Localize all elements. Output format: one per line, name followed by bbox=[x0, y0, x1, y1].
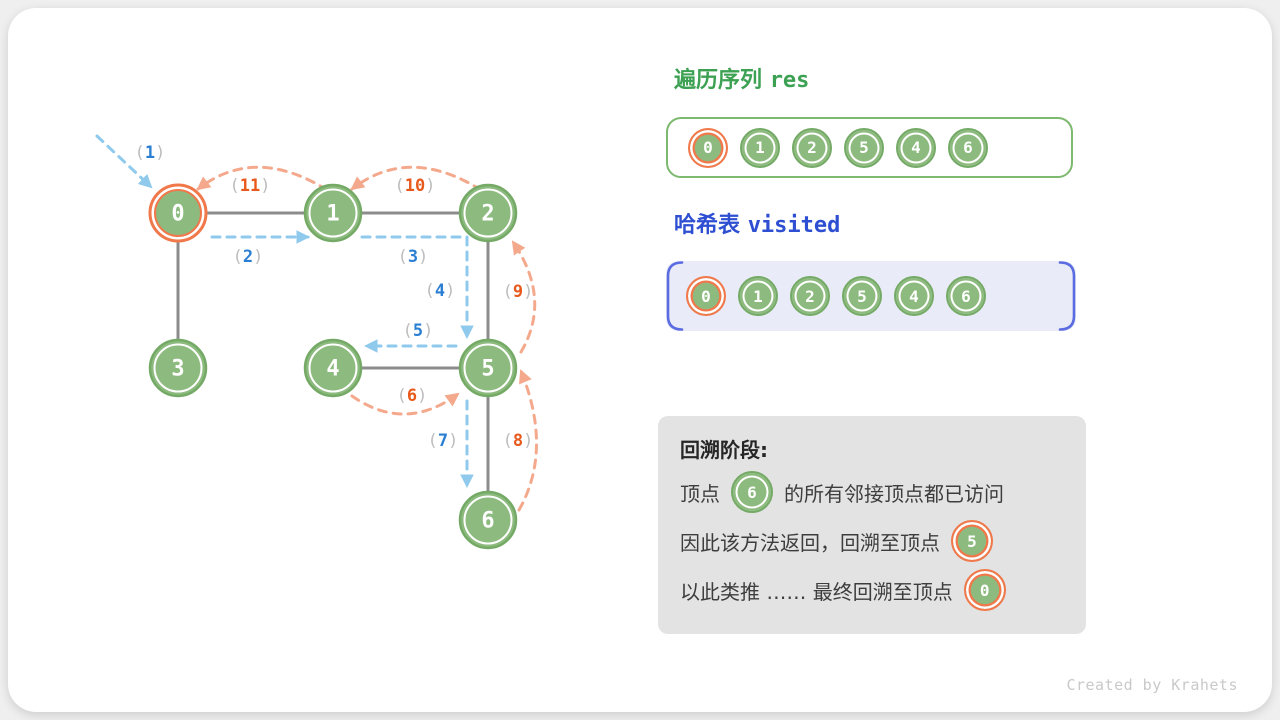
step-label-9: (9) bbox=[503, 282, 534, 302]
backtrack-arrows bbox=[196, 165, 538, 512]
graph-node-0: 0 bbox=[148, 183, 208, 243]
info-line-1-post: 的所有邻接顶点都已访问 bbox=[784, 481, 1004, 506]
res-item-1: 1 bbox=[740, 127, 780, 168]
graph-nodes: 0 1 2 3 4 5 6 bbox=[148, 183, 518, 550]
arrow-step-10 bbox=[350, 165, 483, 192]
svg-text:5: 5 bbox=[481, 357, 494, 382]
arrow-step-8 bbox=[517, 369, 538, 512]
svg-text:6: 6 bbox=[481, 509, 494, 534]
info-line-3-node: 0 bbox=[963, 569, 1006, 611]
graph-diagram: (1) (2) (3) (4) (5) (6) (7) (8) (9) (10)… bbox=[95, 134, 538, 550]
info-title: 回溯阶段: bbox=[680, 438, 768, 462]
arrow-step-6 bbox=[350, 392, 460, 416]
arrow-step-3-4 bbox=[360, 235, 474, 340]
info-line-3: 以此类推 …… 最终回溯至顶点 0 bbox=[680, 569, 1064, 611]
res-sequence-box: 0 1 2 5 4 6 bbox=[666, 117, 1073, 178]
visited-item-0: 0 bbox=[686, 276, 726, 316]
visited-title-zh: 哈希表 bbox=[674, 213, 741, 238]
info-line-3-pre: 以此类推 …… 最终回溯至顶点 bbox=[680, 579, 953, 604]
info-line-1-pre: 顶点 bbox=[680, 481, 720, 506]
res-item-4: 4 bbox=[896, 127, 936, 168]
step-label-11: (11) bbox=[230, 176, 271, 196]
info-line-2-pre: 因此该方法返回，回溯至顶点 bbox=[680, 530, 940, 555]
graph-node-3: 3 bbox=[148, 338, 208, 398]
svg-text:0: 0 bbox=[171, 202, 184, 227]
step-label-8: (8) bbox=[503, 431, 534, 451]
visited-hashset-box: 0 1 2 5 4 6 bbox=[666, 261, 1076, 331]
svg-text:4: 4 bbox=[326, 357, 339, 382]
res-item-0: 0 bbox=[688, 127, 728, 168]
graph-node-4: 4 bbox=[303, 338, 363, 398]
svg-text:1: 1 bbox=[326, 202, 339, 227]
graph-node-2: 2 bbox=[458, 183, 518, 243]
svg-text:3: 3 bbox=[171, 357, 184, 382]
visited-item-2: 2 bbox=[790, 276, 830, 316]
res-title-zh: 遍历序列 bbox=[674, 68, 763, 93]
graph-node-6: 6 bbox=[458, 490, 518, 550]
graph-node-5: 5 bbox=[458, 338, 518, 398]
visited-title-code: visited bbox=[747, 213, 841, 238]
res-title-code: res bbox=[769, 68, 810, 93]
step-label-4: (4) bbox=[425, 281, 456, 301]
step-label-2: (2) bbox=[233, 247, 264, 267]
visited-item-4: 4 bbox=[894, 276, 934, 316]
bracket-right bbox=[1058, 261, 1076, 331]
svg-text:2: 2 bbox=[481, 202, 494, 227]
graph-node-1: 1 bbox=[303, 183, 363, 243]
visited-title: 哈希表 visited bbox=[674, 207, 840, 239]
step-label-6: (6) bbox=[397, 386, 428, 406]
visited-item-3: 5 bbox=[842, 276, 882, 316]
res-title: 遍历序列 res bbox=[674, 62, 809, 94]
info-line-1: 顶点 6 的所有邻接顶点都已访问 bbox=[680, 471, 1064, 513]
step-label-3: (3) bbox=[398, 247, 429, 267]
arrow-step-1 bbox=[95, 134, 153, 189]
res-item-3: 5 bbox=[844, 127, 884, 168]
visited-item-5: 6 bbox=[946, 276, 986, 316]
info-line-2-node: 5 bbox=[951, 520, 993, 562]
step-label-1: (1) bbox=[135, 143, 166, 163]
visited-item-1: 1 bbox=[738, 276, 778, 316]
bracket-left bbox=[666, 261, 684, 331]
credit-text: Created by Krahets bbox=[1066, 676, 1238, 694]
graph-edges bbox=[176, 211, 490, 492]
step-label-5: (5) bbox=[403, 321, 434, 341]
res-item-2: 2 bbox=[792, 127, 832, 168]
info-line-2: 因此该方法返回，回溯至顶点 5 bbox=[680, 520, 1064, 562]
info-line-1-node: 6 bbox=[731, 471, 773, 513]
step-label-10: (10) bbox=[395, 176, 436, 196]
step-labels: (1) (2) (3) (4) (5) (6) (7) (8) (9) (10)… bbox=[135, 143, 534, 451]
step-label-7: (7) bbox=[428, 431, 459, 451]
res-item-5: 6 bbox=[948, 127, 988, 168]
arrow-step-11 bbox=[196, 165, 329, 192]
backtrack-info-box: 回溯阶段: 顶点 6 的所有邻接顶点都已访问 因此该方法返回，回溯至顶点 5 以… bbox=[658, 416, 1086, 634]
dfs-forward-arrows bbox=[95, 134, 474, 489]
